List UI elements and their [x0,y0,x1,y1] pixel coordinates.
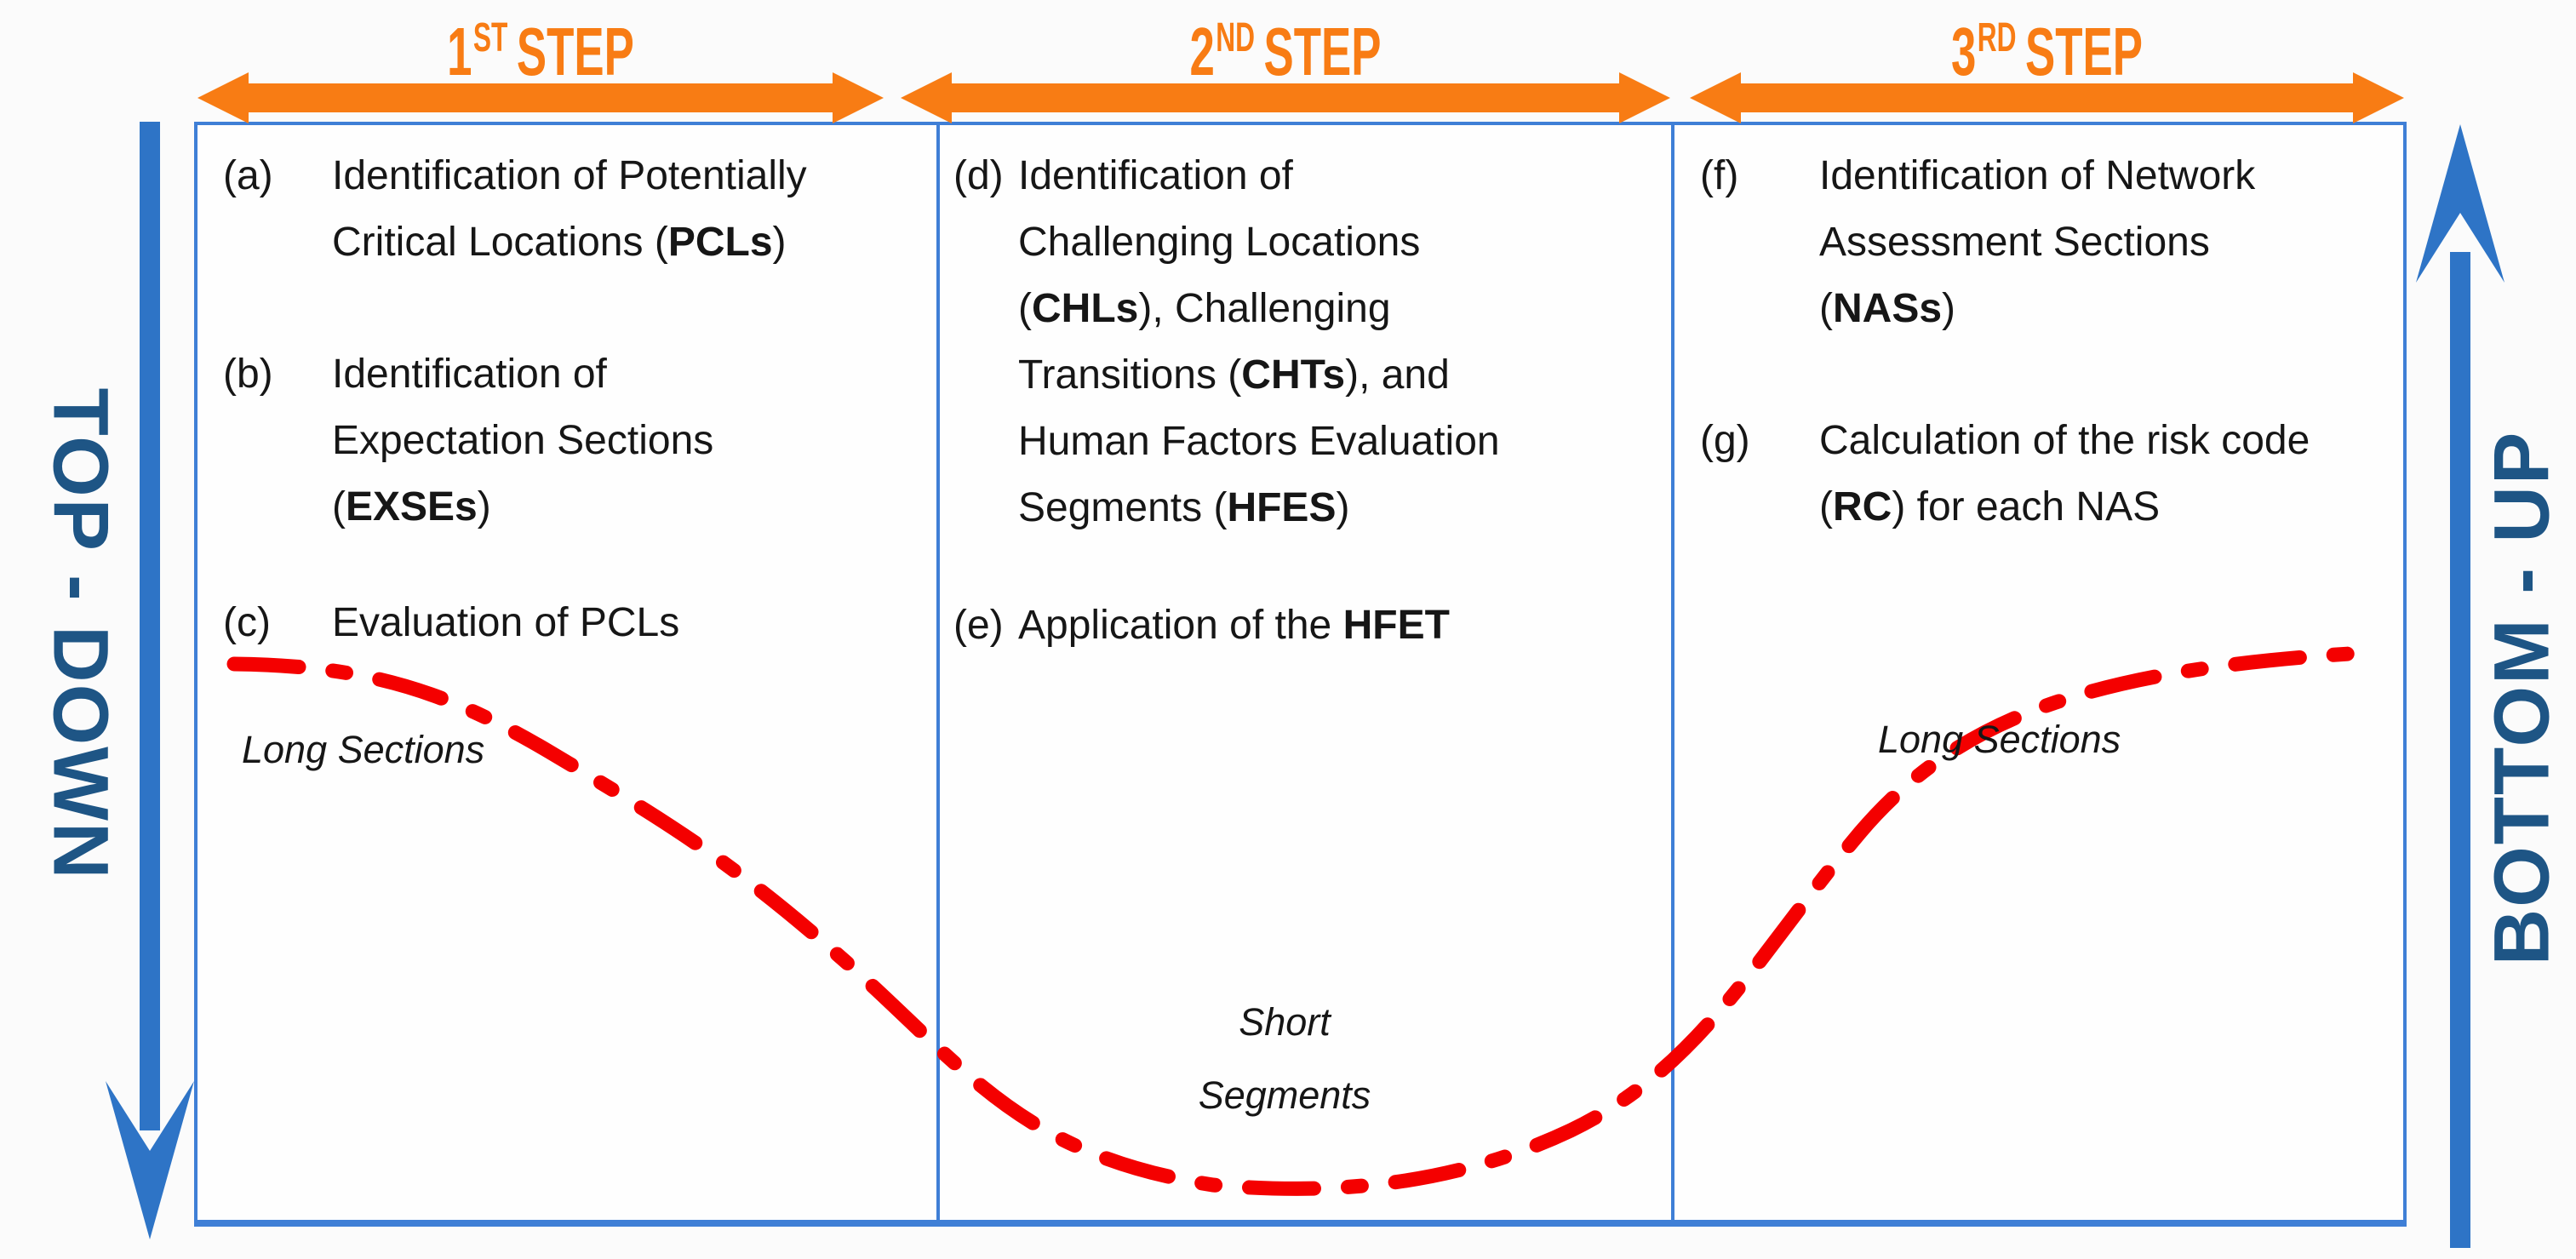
item-line: Segments (HFES) [1018,475,1668,541]
acronym-bold: CHTs [1241,352,1346,398]
acronym-bold: HFET [1342,603,1450,648]
acronym-bold: HFES [1227,485,1337,530]
list-item-e: (e) Application of the HFET [940,592,1668,659]
item-marker: (a) [223,153,273,198]
item-line: (EXSEs) [332,474,933,541]
bottom-up-label: BOTTOM - UP [2478,430,2566,966]
text-segment: Calculation of the risk code [1819,418,2310,463]
text-segment: Application of the [1018,603,1343,648]
step-1-number: 1 [447,14,472,89]
item-marker: (e) [953,603,1004,648]
item-line: Human Factors Evaluation [1018,409,1668,475]
text-segment: ) [477,484,491,529]
acronym-bold: NASs [1832,286,1943,331]
item-line: (CHLs), Challenging [1018,276,1668,342]
item-line: (NASs) [1819,276,2403,342]
item-line: Identification of [332,341,933,408]
text-segment: ( [332,484,346,529]
text-segment: ) [772,220,787,265]
text-segment: Expectation Sections [332,418,714,463]
item-line: Identification of [1018,143,1668,209]
item-marker: (g) [1700,418,1750,463]
list-item-c: (c) Evaluation of PCLs [197,590,933,656]
text-segment: ) [1336,485,1350,530]
acronym-bold: CHLs [1031,286,1139,331]
text-segment: Segments ( [1018,485,1228,530]
item-line: Challenging Locations [1018,209,1668,276]
text-segment: Identification of [1018,153,1293,198]
text-segment: ( [1819,286,1833,331]
long-sections-caption-right: Long Sections [1878,718,2121,761]
item-marker: (f) [1700,153,1739,198]
step-3-ordinal-suffix: RD [1977,15,2017,60]
text-segment: Human Factors Evaluation [1018,419,1500,464]
item-marker: (b) [223,352,273,397]
item-line: Expectation Sections [332,408,933,474]
list-item-g: (g) Calculation of the risk code (RC) for … [1674,408,2403,541]
list-item-d: (d) Identification of Challenging Location… [940,143,1668,541]
item-line: Critical Locations (PCLs) [332,209,933,276]
item-marker: (d) [953,153,1004,198]
acronym-bold: EXSEs [345,484,478,529]
short-segments-caption: Short Segments [940,986,1629,1132]
item-line: Calculation of the risk code [1819,408,2403,474]
item-line: (RC) for each NAS [1819,474,2403,541]
text-segment: Identification of Potentially [332,153,807,198]
text-segment: Identification of [332,352,607,397]
text-segment: ), Challenging [1138,286,1391,331]
short-segments-line-1: Short [1239,1000,1331,1044]
text-segment: Identification of Network [1819,153,2256,198]
text-segment: ), and [1345,352,1450,398]
text-segment: Challenging Locations [1018,220,1421,265]
step-2-ordinal-suffix: ND [1216,15,1255,60]
text-segment: Assessment Sections [1819,220,2210,265]
step-1-word: STEP [516,14,634,89]
text-segment: ) for each NAS [1892,484,2161,529]
item-line: Identification of Network [1819,143,2403,209]
step-2-word: STEP [1263,14,1382,89]
text-segment: Evaluation of PCLs [332,600,680,645]
item-line: Application of the HFET [1018,592,1668,659]
item-line: Assessment Sections [1819,209,2403,276]
text-segment: ( [1819,484,1833,529]
acronym-bold: RC [1832,484,1892,529]
text-segment: ( [1018,286,1032,331]
item-line: Identification of Potentially [332,143,933,209]
item-line: Transitions (CHTs), and [1018,342,1668,409]
list-item-b: (b) Identification of Expectation Sections… [197,341,933,541]
long-sections-caption-left: Long Sections [242,728,485,771]
top-down-label: TOP - DOWN [37,387,124,881]
text-segment: ) [1942,286,1956,331]
step-2-number: 2 [1189,14,1215,89]
acronym-bold: PCLs [667,220,773,265]
short-segments-line-2: Segments [1198,1073,1371,1117]
step-3-word: STEP [2025,14,2143,89]
column-step-2: (d) Identification of Challenging Location… [940,122,1668,1216]
item-marker: (c) [223,600,271,645]
step-1-ordinal-suffix: ST [472,15,508,60]
item-line: Evaluation of PCLs [332,590,933,656]
step-3-number: 3 [1951,14,1977,89]
text-segment: Transitions ( [1018,352,1242,398]
text-segment: Critical Locations ( [332,220,668,265]
